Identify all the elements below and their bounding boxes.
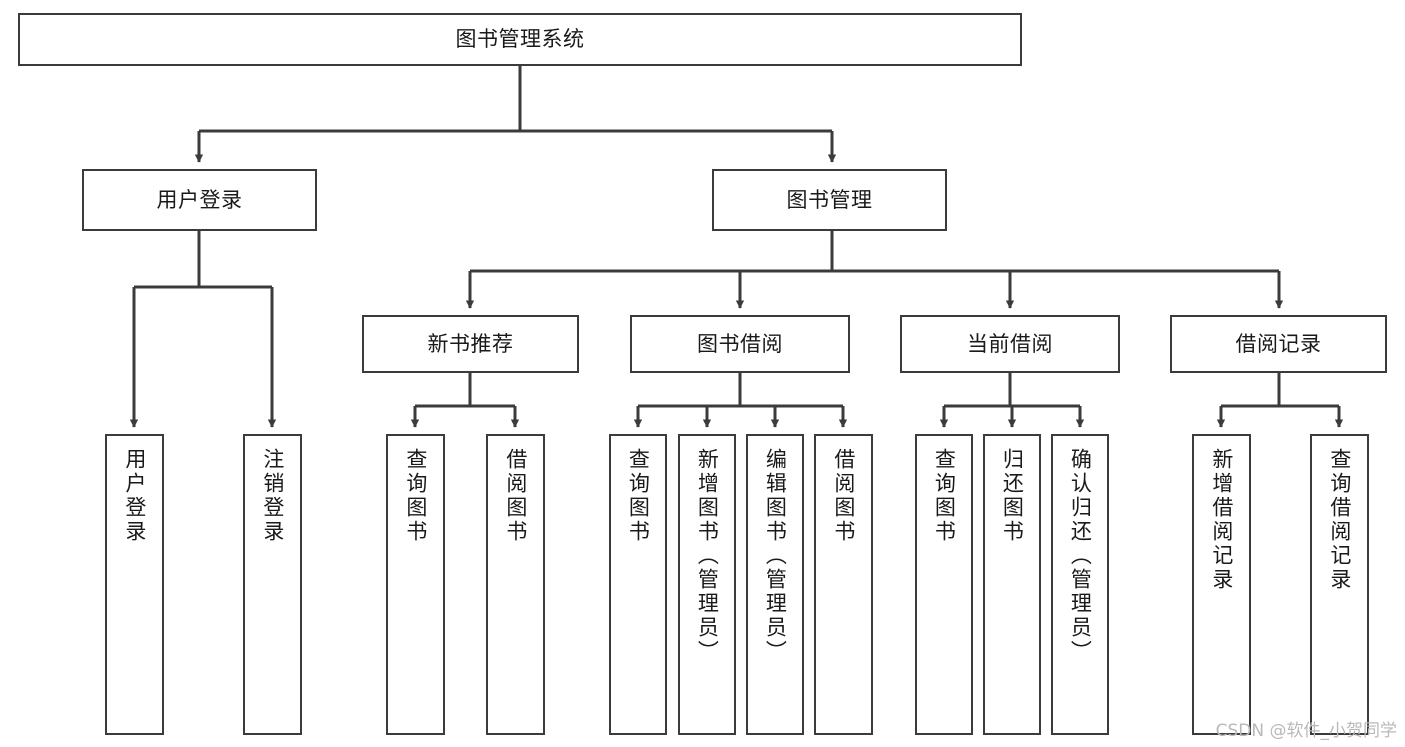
node-leaf-return-book-label: 归还图书 (1000, 448, 1025, 544)
node-user-login[interactable]: 用户登录 (82, 169, 317, 231)
node-book-manage[interactable]: 图书管理 (712, 169, 947, 231)
node-leaf-query-book-b-label: 查询图书 (626, 448, 651, 544)
node-leaf-add-book-label: 新增图书（管理员） (695, 448, 720, 664)
node-book-manage-label: 图书管理 (786, 187, 873, 212)
node-leaf-borrow-book-a-label: 借阅图书 (503, 448, 528, 544)
node-leaf-add-record-label: 新增借阅记录 (1209, 448, 1234, 592)
node-leaf-logout-label: 注销登录 (260, 448, 285, 544)
node-leaf-add-record[interactable]: 新增借阅记录 (1192, 434, 1251, 735)
node-current-borrow-label: 当前借阅 (967, 331, 1053, 356)
node-root-system[interactable]: 图书管理系统 (18, 13, 1022, 66)
node-leaf-borrow-book-b[interactable]: 借阅图书 (814, 434, 873, 735)
node-leaf-add-book[interactable]: 新增图书（管理员） (678, 434, 736, 735)
node-leaf-return-book[interactable]: 归还图书 (983, 434, 1041, 735)
node-leaf-borrow-book-b-label: 借阅图书 (831, 448, 856, 544)
node-new-book-recommend[interactable]: 新书推荐 (362, 315, 579, 373)
node-book-borrow[interactable]: 图书借阅 (630, 315, 850, 373)
node-root-system-label: 图书管理系统 (455, 27, 585, 52)
node-leaf-user-login[interactable]: 用户登录 (105, 434, 164, 735)
node-leaf-edit-book-label: 编辑图书（管理员） (763, 448, 788, 664)
node-leaf-query-record-label: 查询借阅记录 (1327, 448, 1352, 592)
node-leaf-borrow-book-a[interactable]: 借阅图书 (486, 434, 545, 735)
node-user-login-label: 用户登录 (156, 187, 243, 212)
node-borrow-records-label: 借阅记录 (1235, 331, 1322, 356)
node-leaf-query-book-c[interactable]: 查询图书 (915, 434, 973, 735)
node-leaf-user-login-label: 用户登录 (122, 448, 147, 544)
node-current-borrow[interactable]: 当前借阅 (900, 315, 1120, 373)
node-book-borrow-label: 图书借阅 (697, 331, 783, 356)
node-borrow-records[interactable]: 借阅记录 (1170, 315, 1387, 373)
node-leaf-confirm-return[interactable]: 确认归还（管理员） (1051, 434, 1109, 735)
node-leaf-query-book-b[interactable]: 查询图书 (609, 434, 667, 735)
node-leaf-query-book-a-label: 查询图书 (403, 448, 428, 544)
node-leaf-confirm-return-label: 确认归还（管理员） (1068, 448, 1093, 664)
node-leaf-query-book-a[interactable]: 查询图书 (386, 434, 445, 735)
node-new-book-recommend-label: 新书推荐 (427, 331, 514, 356)
node-leaf-query-record[interactable]: 查询借阅记录 (1310, 434, 1369, 735)
node-leaf-edit-book[interactable]: 编辑图书（管理员） (746, 434, 804, 735)
node-leaf-logout[interactable]: 注销登录 (243, 434, 302, 735)
node-leaf-query-book-c-label: 查询图书 (932, 448, 957, 544)
